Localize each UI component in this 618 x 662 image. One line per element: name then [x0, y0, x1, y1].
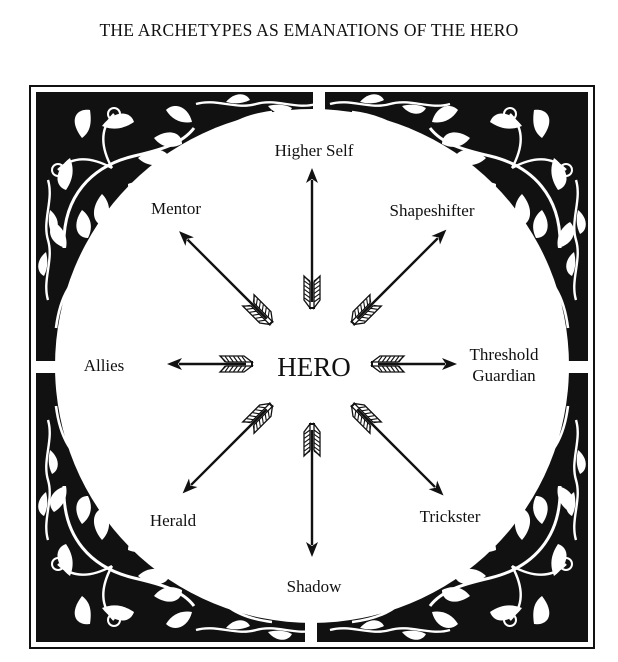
archetype-label-allies: Allies	[84, 356, 125, 375]
arrow-higher-self	[303, 168, 321, 310]
arrow-mentor	[179, 231, 274, 326]
arrow-herald	[182, 402, 274, 494]
arrows-group	[167, 168, 457, 557]
archetype-label-threshold: Threshold	[470, 345, 539, 364]
arrow-allies	[167, 355, 254, 373]
archetype-label-guardian: Guardian	[472, 366, 536, 385]
arrow-trickster	[350, 402, 444, 496]
archetype-label-trickster: Trickster	[420, 507, 481, 526]
diagram-title: THE ARCHETYPES AS EMANATIONS OF THE HERO	[99, 20, 519, 40]
arrow-threshold-guardian	[370, 355, 457, 373]
archetype-label-shadow: Shadow	[287, 577, 343, 596]
archetype-label-shapeshifter: Shapeshifter	[390, 201, 475, 220]
archetype-label-higher-self: Higher Self	[275, 141, 354, 160]
archetype-label-mentor: Mentor	[151, 199, 201, 218]
hero-label: HERO	[277, 352, 351, 382]
arrow-shadow	[303, 422, 321, 557]
arrow-shapeshifter	[350, 229, 447, 326]
archetype-label-herald: Herald	[150, 511, 197, 530]
